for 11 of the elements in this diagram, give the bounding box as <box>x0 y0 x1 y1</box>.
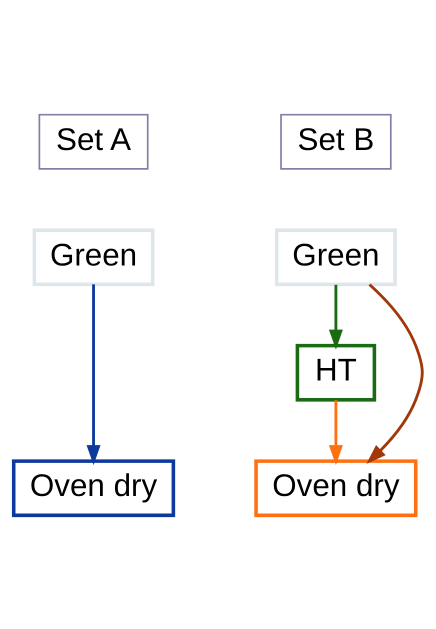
node-box: Set B <box>280 113 392 170</box>
node-box: Set A <box>38 113 149 170</box>
node-box: Oven dry <box>12 458 176 517</box>
node-box: Green <box>274 228 397 286</box>
arrow <box>366 283 424 464</box>
node-box: Oven dry <box>254 458 418 517</box>
arrow <box>328 284 343 350</box>
arrow <box>86 284 101 465</box>
arrow <box>328 400 343 465</box>
node-box: Green <box>32 228 154 286</box>
node-box: HT <box>296 343 376 402</box>
